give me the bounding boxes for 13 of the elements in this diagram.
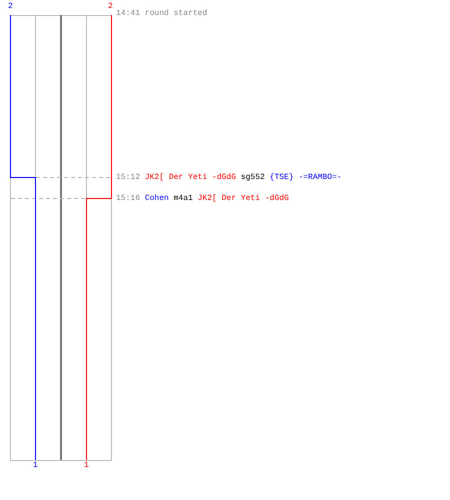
player-name: JK2[ Der Yeti -dGdG <box>198 194 289 203</box>
player-name: Cohen <box>144 194 169 203</box>
team-count: 1 <box>33 461 38 471</box>
player-name: JK2[ Der Yeti -dGdG <box>144 173 236 182</box>
weapon-name: sg552 <box>240 173 265 182</box>
team-count: 2 <box>8 2 13 12</box>
team-count: 1 <box>84 461 89 471</box>
player-name: {TSE} -=RAMBO=- <box>270 173 342 182</box>
event-text: 14:41 round started <box>116 9 208 18</box>
weapon-name: m4a1 <box>174 194 193 203</box>
team-count: 2 <box>108 2 113 12</box>
timestamp: 15:16 <box>116 194 140 203</box>
timestamp: 15:12 <box>116 173 140 182</box>
